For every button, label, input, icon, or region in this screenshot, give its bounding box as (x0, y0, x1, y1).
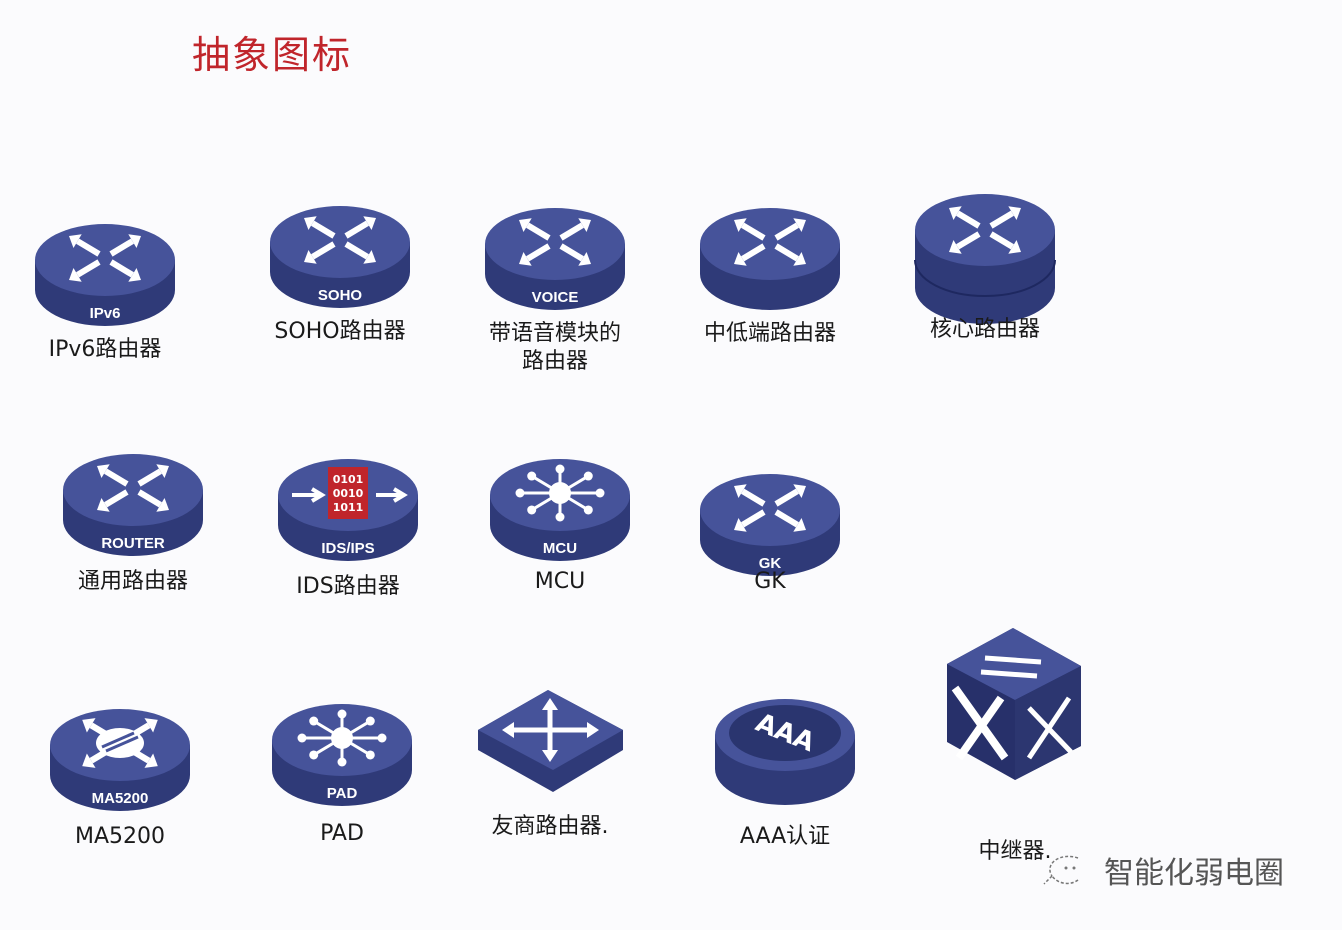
watermark-text: 智能化弱电圈 (1104, 856, 1284, 891)
network-icon-item: MCU MCU (480, 453, 640, 594)
page-title: 抽象图标 (192, 33, 353, 77)
network-icon-item: 中低端路由器 (690, 202, 850, 346)
network-icon-item: 中继器. (935, 628, 1095, 864)
icon-label: 友商路由器. (491, 814, 609, 839)
arrows-glyph (97, 464, 169, 512)
pad-icon: PAD (262, 698, 422, 818)
repeater-cube-icon (935, 628, 1095, 783)
network-icon-item: IPv6 IPv6路由器 (25, 218, 185, 362)
badge-text: MCU (543, 540, 577, 557)
arrows-glyph (949, 206, 1021, 254)
icon-label: IPv6路由器 (48, 337, 162, 362)
network-icon-item: 友商路由器. (470, 688, 630, 839)
router-icon: GK (690, 468, 850, 588)
aaa-icon: AAA (705, 693, 865, 813)
icon-label: 带语音模块的路由器 (488, 321, 621, 374)
ma5200-icon: MA5200 (40, 703, 200, 823)
arrows-glyph (69, 234, 141, 282)
third-party-router-icon (470, 688, 630, 798)
badge-text: MA5200 (92, 790, 149, 807)
icon-label: 通用路由器 (77, 569, 188, 594)
badge-text: IDS/IPS (321, 540, 374, 557)
network-icon-item: MA5200 MA5200 (40, 703, 200, 849)
badge-text: PAD (327, 785, 358, 802)
binary-text: 0101 (333, 473, 364, 486)
arrows-glyph (734, 218, 806, 266)
icon-label: 中低端路由器 (703, 321, 836, 346)
badge-text: VOICE (532, 289, 579, 306)
icon-label: 核心路由器 (929, 317, 1040, 342)
router-icon: SOHO (260, 200, 420, 320)
arrows-glyph (519, 218, 591, 266)
watermark: 智能化弱电圈 (1040, 848, 1284, 892)
router-icon: ROUTER (53, 448, 213, 568)
router-icon (690, 202, 850, 322)
core-router-icon (905, 188, 1065, 328)
network-icon-item: SOHO SOHO路由器 (260, 200, 420, 344)
badge-text: IPv6 (90, 305, 121, 322)
icon-label: GK (754, 569, 786, 594)
icon-label: MCU (534, 569, 586, 594)
icon-label: AAA认证 (739, 824, 831, 849)
network-icon-item: GK GK (690, 468, 850, 594)
mcu-icon: MCU (480, 453, 640, 573)
icon-label: PAD (320, 821, 364, 846)
network-icon-item: VOICE 带语音模块的路由器 (475, 202, 635, 374)
icon-label: SOHO路由器 (274, 319, 406, 344)
router-icon: IPv6 (25, 218, 185, 338)
network-icon-item: ROUTER 通用路由器 (53, 448, 213, 594)
wechat-icon (1043, 855, 1079, 885)
badge-text: SOHO (318, 287, 363, 304)
badge-text: ROUTER (101, 535, 165, 552)
network-icon-item: 核心路由器 (905, 188, 1065, 342)
network-icon-item: PAD PAD (262, 698, 422, 846)
router-icon: VOICE (475, 202, 635, 322)
binary-text: 1011 (333, 501, 364, 514)
icon-label: MA5200 (74, 824, 166, 849)
icon-label: 中继器. (978, 839, 1052, 864)
arrows-glyph (304, 216, 376, 264)
badge-text: GK (759, 555, 782, 572)
network-icon-item: AAA AAA认证 (705, 693, 865, 849)
icon-label: IDS路由器 (296, 574, 400, 599)
binary-text: 0010 (333, 487, 364, 500)
arrows-glyph (734, 484, 806, 532)
